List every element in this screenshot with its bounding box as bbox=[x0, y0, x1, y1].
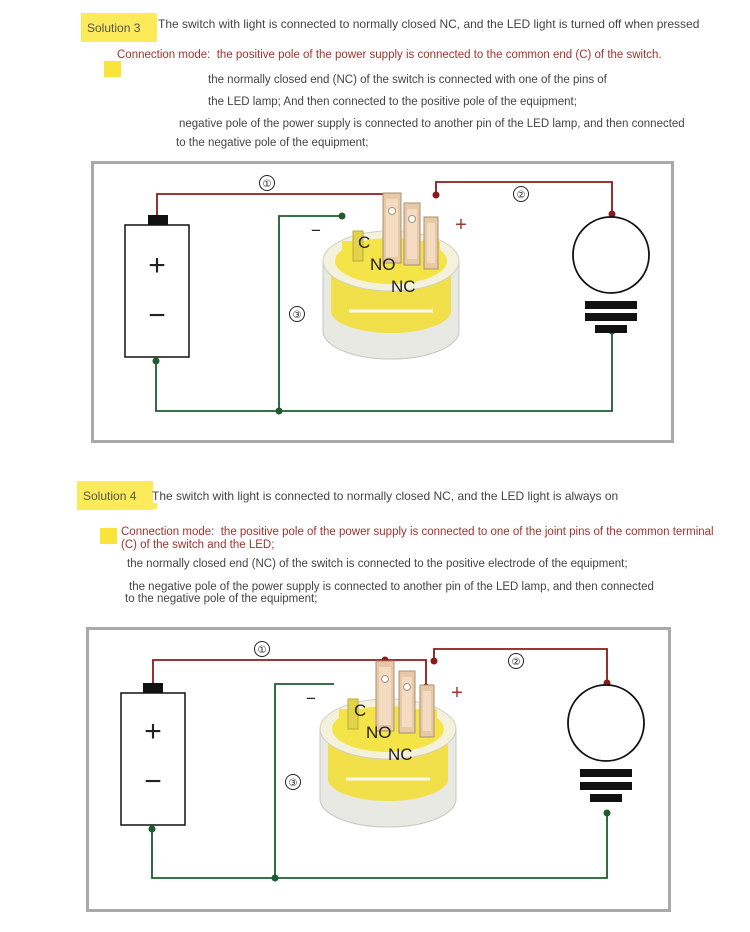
wire-negative bbox=[155, 331, 613, 412]
plus-terminal-label: + bbox=[451, 682, 463, 704]
solution3-tag: Solution 3 bbox=[81, 13, 157, 42]
wire-3-label: ③ bbox=[293, 310, 302, 321]
wire-3-label: ③ bbox=[289, 778, 298, 789]
minus-terminal-label: − bbox=[306, 689, 316, 708]
wire-2-label: ② bbox=[512, 657, 521, 668]
solution3-line4b: to the negative pole of the equipment; bbox=[176, 137, 369, 149]
mode-text: the positive pole of the power supply is… bbox=[216, 49, 662, 61]
wire-2 bbox=[433, 648, 608, 683]
solution3-wiring-diagram: + − ① ② ③ − + C NO NC bbox=[91, 161, 675, 444]
junction-dot bbox=[338, 212, 346, 220]
junction-dot bbox=[430, 657, 438, 665]
push-button-switch-icon bbox=[322, 192, 460, 360]
wire-3 bbox=[274, 683, 334, 878]
solution4-wiring-diagram: + − ① ② ③ − + C NO NC bbox=[86, 627, 672, 913]
minus-terminal-label: − bbox=[311, 221, 321, 240]
mode-prefix: Connection mode: bbox=[117, 49, 211, 61]
mode-text: the positive pole of the power supply is… bbox=[220, 526, 714, 538]
wire-3 bbox=[278, 215, 342, 411]
solution3-connection-mode: Connection mode: the positive pole of th… bbox=[117, 49, 662, 62]
nc-terminal-label: NC bbox=[388, 745, 413, 764]
junction-dot bbox=[152, 357, 160, 365]
c-terminal-label: C bbox=[354, 701, 366, 720]
solution4-connection-mode-line2: (C) of the switch and the LED; bbox=[121, 539, 275, 551]
plus-terminal-label: + bbox=[455, 214, 467, 236]
wire-1-label: ① bbox=[258, 645, 267, 656]
lamp-icon bbox=[572, 216, 650, 333]
c-terminal-label: C bbox=[358, 233, 370, 252]
junction-dot bbox=[603, 809, 611, 817]
solution3-line3: the LED lamp; And then connected to the … bbox=[208, 96, 577, 108]
junction-dot bbox=[148, 825, 156, 833]
battery-minus-label: − bbox=[148, 299, 166, 332]
solution4-connection-mode: Connection mode: the positive pole of th… bbox=[121, 526, 714, 539]
solution3-line2: the normally closed end (NC) of the swit… bbox=[208, 74, 607, 86]
no-terminal-label: NO bbox=[366, 723, 392, 742]
battery-icon bbox=[124, 215, 190, 358]
highlight-marker bbox=[100, 528, 117, 544]
wire-1-label: ① bbox=[263, 179, 272, 190]
lamp-icon bbox=[567, 684, 645, 802]
nc-terminal-label: NC bbox=[391, 277, 416, 296]
wire-2-label: ② bbox=[517, 190, 526, 201]
highlight-marker bbox=[104, 61, 121, 77]
wire-negative bbox=[151, 813, 608, 879]
junction-dot bbox=[432, 191, 440, 199]
solution3-heading: The switch with light is connected to no… bbox=[158, 17, 700, 31]
junction-dot bbox=[275, 407, 283, 415]
solution4-heading: The switch with light is connected to no… bbox=[152, 489, 619, 503]
solution4-line3a: the negative pole of the power supply is… bbox=[129, 581, 654, 593]
battery-plus-label: + bbox=[148, 249, 166, 282]
battery-icon bbox=[120, 683, 186, 826]
solution4-line2: the normally closed end (NC) of the swit… bbox=[127, 558, 628, 570]
highlight-marker bbox=[77, 503, 157, 509]
wire-2 bbox=[435, 181, 613, 214]
solution4-line3b: to the negative pole of the equipment; bbox=[125, 593, 318, 605]
battery-minus-label: − bbox=[144, 765, 162, 798]
solution3-line4a: negative pole of the power supply is con… bbox=[179, 118, 685, 130]
junction-dot bbox=[271, 874, 279, 882]
battery-plus-label: + bbox=[144, 715, 162, 748]
push-button-switch-icon bbox=[319, 660, 457, 828]
junction-dot bbox=[608, 210, 616, 218]
wire-led-link bbox=[385, 659, 427, 687]
mode-prefix: Connection mode: bbox=[121, 526, 215, 538]
no-terminal-label: NO bbox=[370, 255, 396, 274]
